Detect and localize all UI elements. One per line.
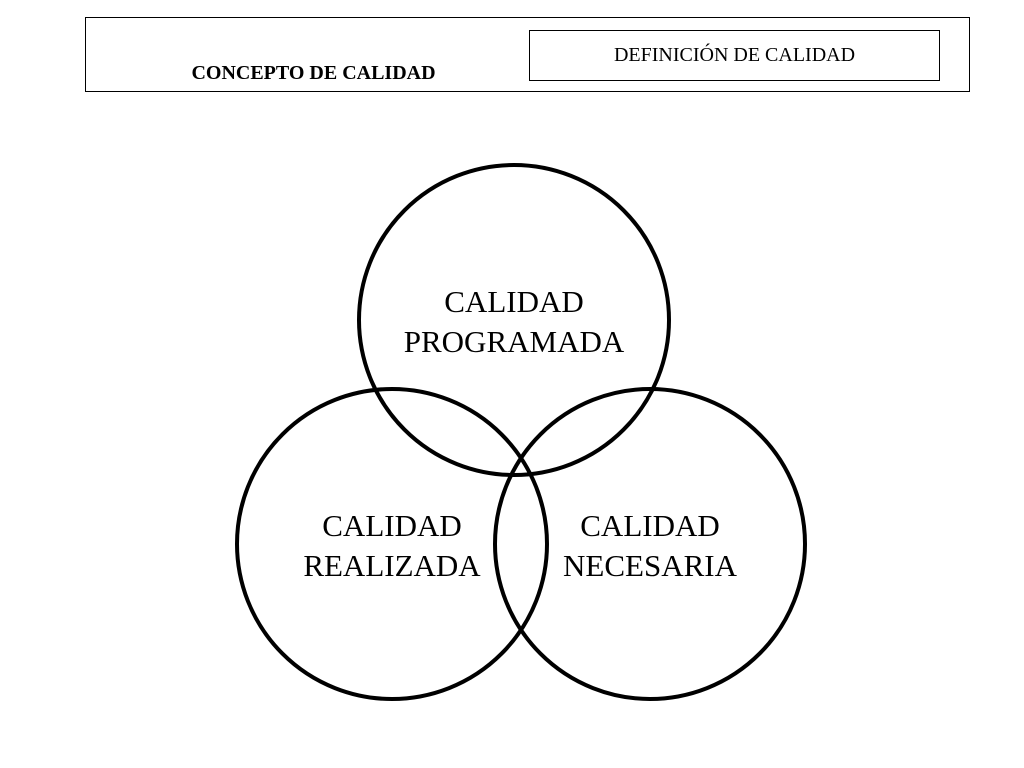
label-line-1: CALIDAD (580, 508, 720, 543)
circle-programada (357, 163, 671, 477)
definition-tab[interactable]: DEFINICIÓN DE CALIDAD (529, 30, 940, 81)
label-line-1: CALIDAD (322, 508, 462, 543)
label-calidad-necesaria: CALIDAD NECESARIA (500, 506, 800, 586)
page-title: CONCEPTO DE CALIDAD (191, 62, 436, 84)
label-line-2: REALIZADA (303, 548, 481, 583)
label-line-1: CALIDAD (444, 284, 584, 319)
label-calidad-programada: CALIDAD PROGRAMADA (364, 282, 664, 362)
header-panel: CONCEPTO DE CALIDAD DEFINICIÓN DE CALIDA… (85, 17, 970, 92)
label-line-2: PROGRAMADA (403, 324, 625, 359)
circle-realizada (235, 387, 549, 701)
label-calidad-realizada: CALIDAD REALIZADA (242, 506, 542, 586)
label-line-2: NECESARIA (563, 548, 737, 583)
circle-necesaria (493, 387, 807, 701)
